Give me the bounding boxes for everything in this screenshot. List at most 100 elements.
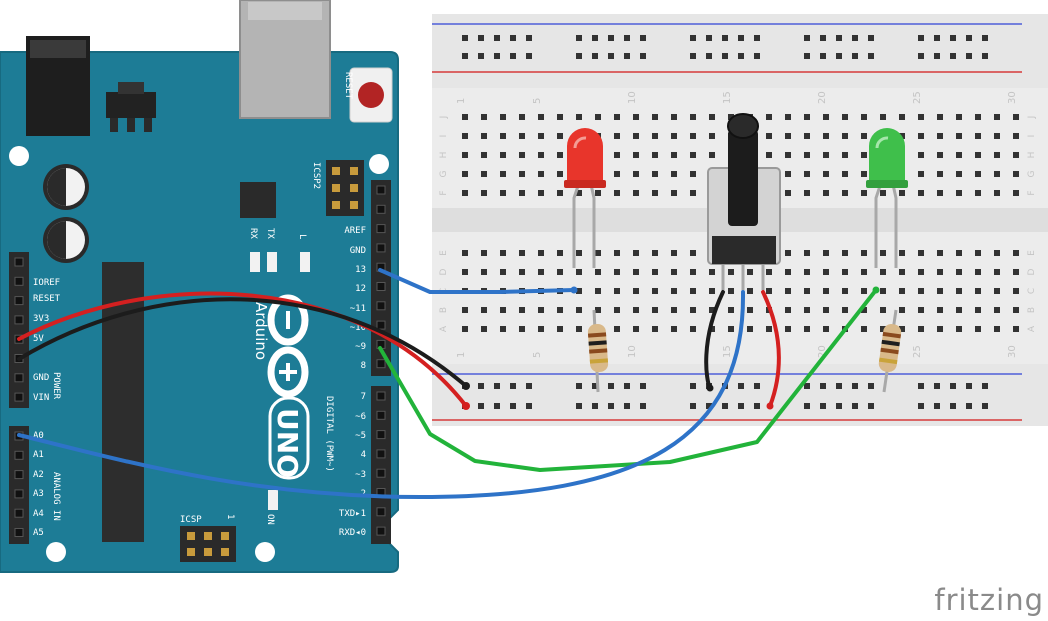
regulator-leg <box>144 118 152 132</box>
breadboard-hole <box>975 133 981 139</box>
wire-pin9-green[interactable] <box>378 288 878 472</box>
pin-label-tx: TXD▸1 <box>339 509 366 519</box>
red-led-shine <box>573 136 587 149</box>
pin-label-gnd1: GND <box>33 373 49 383</box>
col-number: 5 <box>532 352 543 358</box>
resistor-band <box>882 331 902 339</box>
red-led[interactable] <box>564 128 606 268</box>
breadboard-hole <box>519 326 525 332</box>
breadboard-hole <box>614 307 620 313</box>
breadboard-hole <box>861 171 867 177</box>
breadboard-hole <box>614 114 620 120</box>
rail-hole <box>852 383 858 389</box>
breadboard-hole <box>804 269 810 275</box>
pin-label-vin: VIN <box>33 393 49 403</box>
rail-hole <box>640 35 646 41</box>
rail-hole <box>510 403 516 409</box>
breadboard-hole <box>804 133 810 139</box>
resistor-red-led[interactable] <box>587 309 609 393</box>
pin-label-gnd: GND <box>350 246 366 256</box>
rail-hole <box>592 383 598 389</box>
breadboard-hole <box>500 171 506 177</box>
breadboard-hole <box>576 307 582 313</box>
breadboard-hole <box>823 326 829 332</box>
breadboard-hole <box>861 133 867 139</box>
pin-label-rx: RXD◂0 <box>339 528 366 538</box>
breadboard-hole <box>671 190 677 196</box>
breadboard-hole <box>652 269 658 275</box>
breadboard-hole <box>519 250 525 256</box>
breadboard-hole <box>728 269 734 275</box>
breadboard-hole <box>614 171 620 177</box>
breadboard-hole <box>975 288 981 294</box>
breadboard-holes <box>462 35 1019 409</box>
breadboard-hole <box>956 152 962 158</box>
breadboard-hole <box>918 133 924 139</box>
rail-hole <box>804 383 810 389</box>
breadboard-hole <box>994 152 1000 158</box>
breadboard-hole <box>671 269 677 275</box>
breadboard-hole <box>633 307 639 313</box>
wire-pin13-blue[interactable] <box>378 268 576 294</box>
resistor-green-led[interactable] <box>878 309 903 393</box>
breadboard-hole <box>785 133 791 139</box>
header-pin <box>376 430 386 440</box>
rail-hole <box>478 35 484 41</box>
header-pin <box>14 508 24 518</box>
breadboard-hole <box>538 269 544 275</box>
header-pin <box>14 392 24 402</box>
breadboard-hole <box>994 269 1000 275</box>
header-pin <box>14 489 24 499</box>
rail-hole <box>640 383 646 389</box>
row-letter: G <box>439 170 449 177</box>
breadboard-hole <box>481 114 487 120</box>
wire-pot-red[interactable] <box>761 290 781 408</box>
reset-button-cap[interactable] <box>358 82 384 108</box>
rail-hole <box>738 53 744 59</box>
header-pin <box>14 470 24 480</box>
wire-gnd-black[interactable] <box>17 297 468 388</box>
breadboard-hole <box>937 288 943 294</box>
green-led[interactable] <box>866 128 908 268</box>
breadboard-hole <box>595 269 601 275</box>
header-pin <box>376 526 386 536</box>
breadboard-hole <box>937 152 943 158</box>
row-letter: E <box>1027 250 1037 256</box>
rail-hole <box>592 403 598 409</box>
wire-5v-red[interactable] <box>17 291 468 408</box>
breadboard-hole <box>823 288 829 294</box>
breadboard-hole <box>956 190 962 196</box>
breadboard-hole <box>842 288 848 294</box>
on-label: ON <box>265 514 275 525</box>
potentiometer[interactable] <box>707 113 781 290</box>
power-group-label: POWER <box>51 372 61 400</box>
breadboard-hole <box>690 114 696 120</box>
breadboard-hole <box>785 269 791 275</box>
rail-hole <box>608 35 614 41</box>
rail-hole <box>868 53 874 59</box>
breadboard-hole <box>500 152 506 158</box>
icsp2-pins <box>332 167 358 209</box>
row-letter: B <box>1027 307 1037 313</box>
rail-hole <box>494 53 500 59</box>
breadboard-hole <box>823 133 829 139</box>
breadboard-hole <box>1013 269 1019 275</box>
pin-label-a1: A1 <box>33 450 44 460</box>
breadboard-hole <box>481 326 487 332</box>
breadboard-top-rail <box>432 14 1048 88</box>
breadboard-hole <box>690 326 696 332</box>
on-led <box>268 490 278 510</box>
breadboard-hole <box>690 250 696 256</box>
breadboard-hole <box>595 114 601 120</box>
usb-connector-inner <box>248 2 322 20</box>
power-pin-labels: IOREF RESET 3V3 5V GND VIN POWER <box>33 278 61 403</box>
wire-pot-black[interactable] <box>704 290 725 390</box>
breadboard-hole <box>633 269 639 275</box>
row-letters-right: J I H G F E D C B A <box>1027 116 1037 332</box>
header-pin <box>14 373 24 383</box>
rail-hole <box>852 35 858 41</box>
reset-label: RESET <box>343 72 353 100</box>
rail-hole <box>576 403 582 409</box>
rail-hole <box>804 403 810 409</box>
wire-a0-blue[interactable] <box>17 290 746 499</box>
